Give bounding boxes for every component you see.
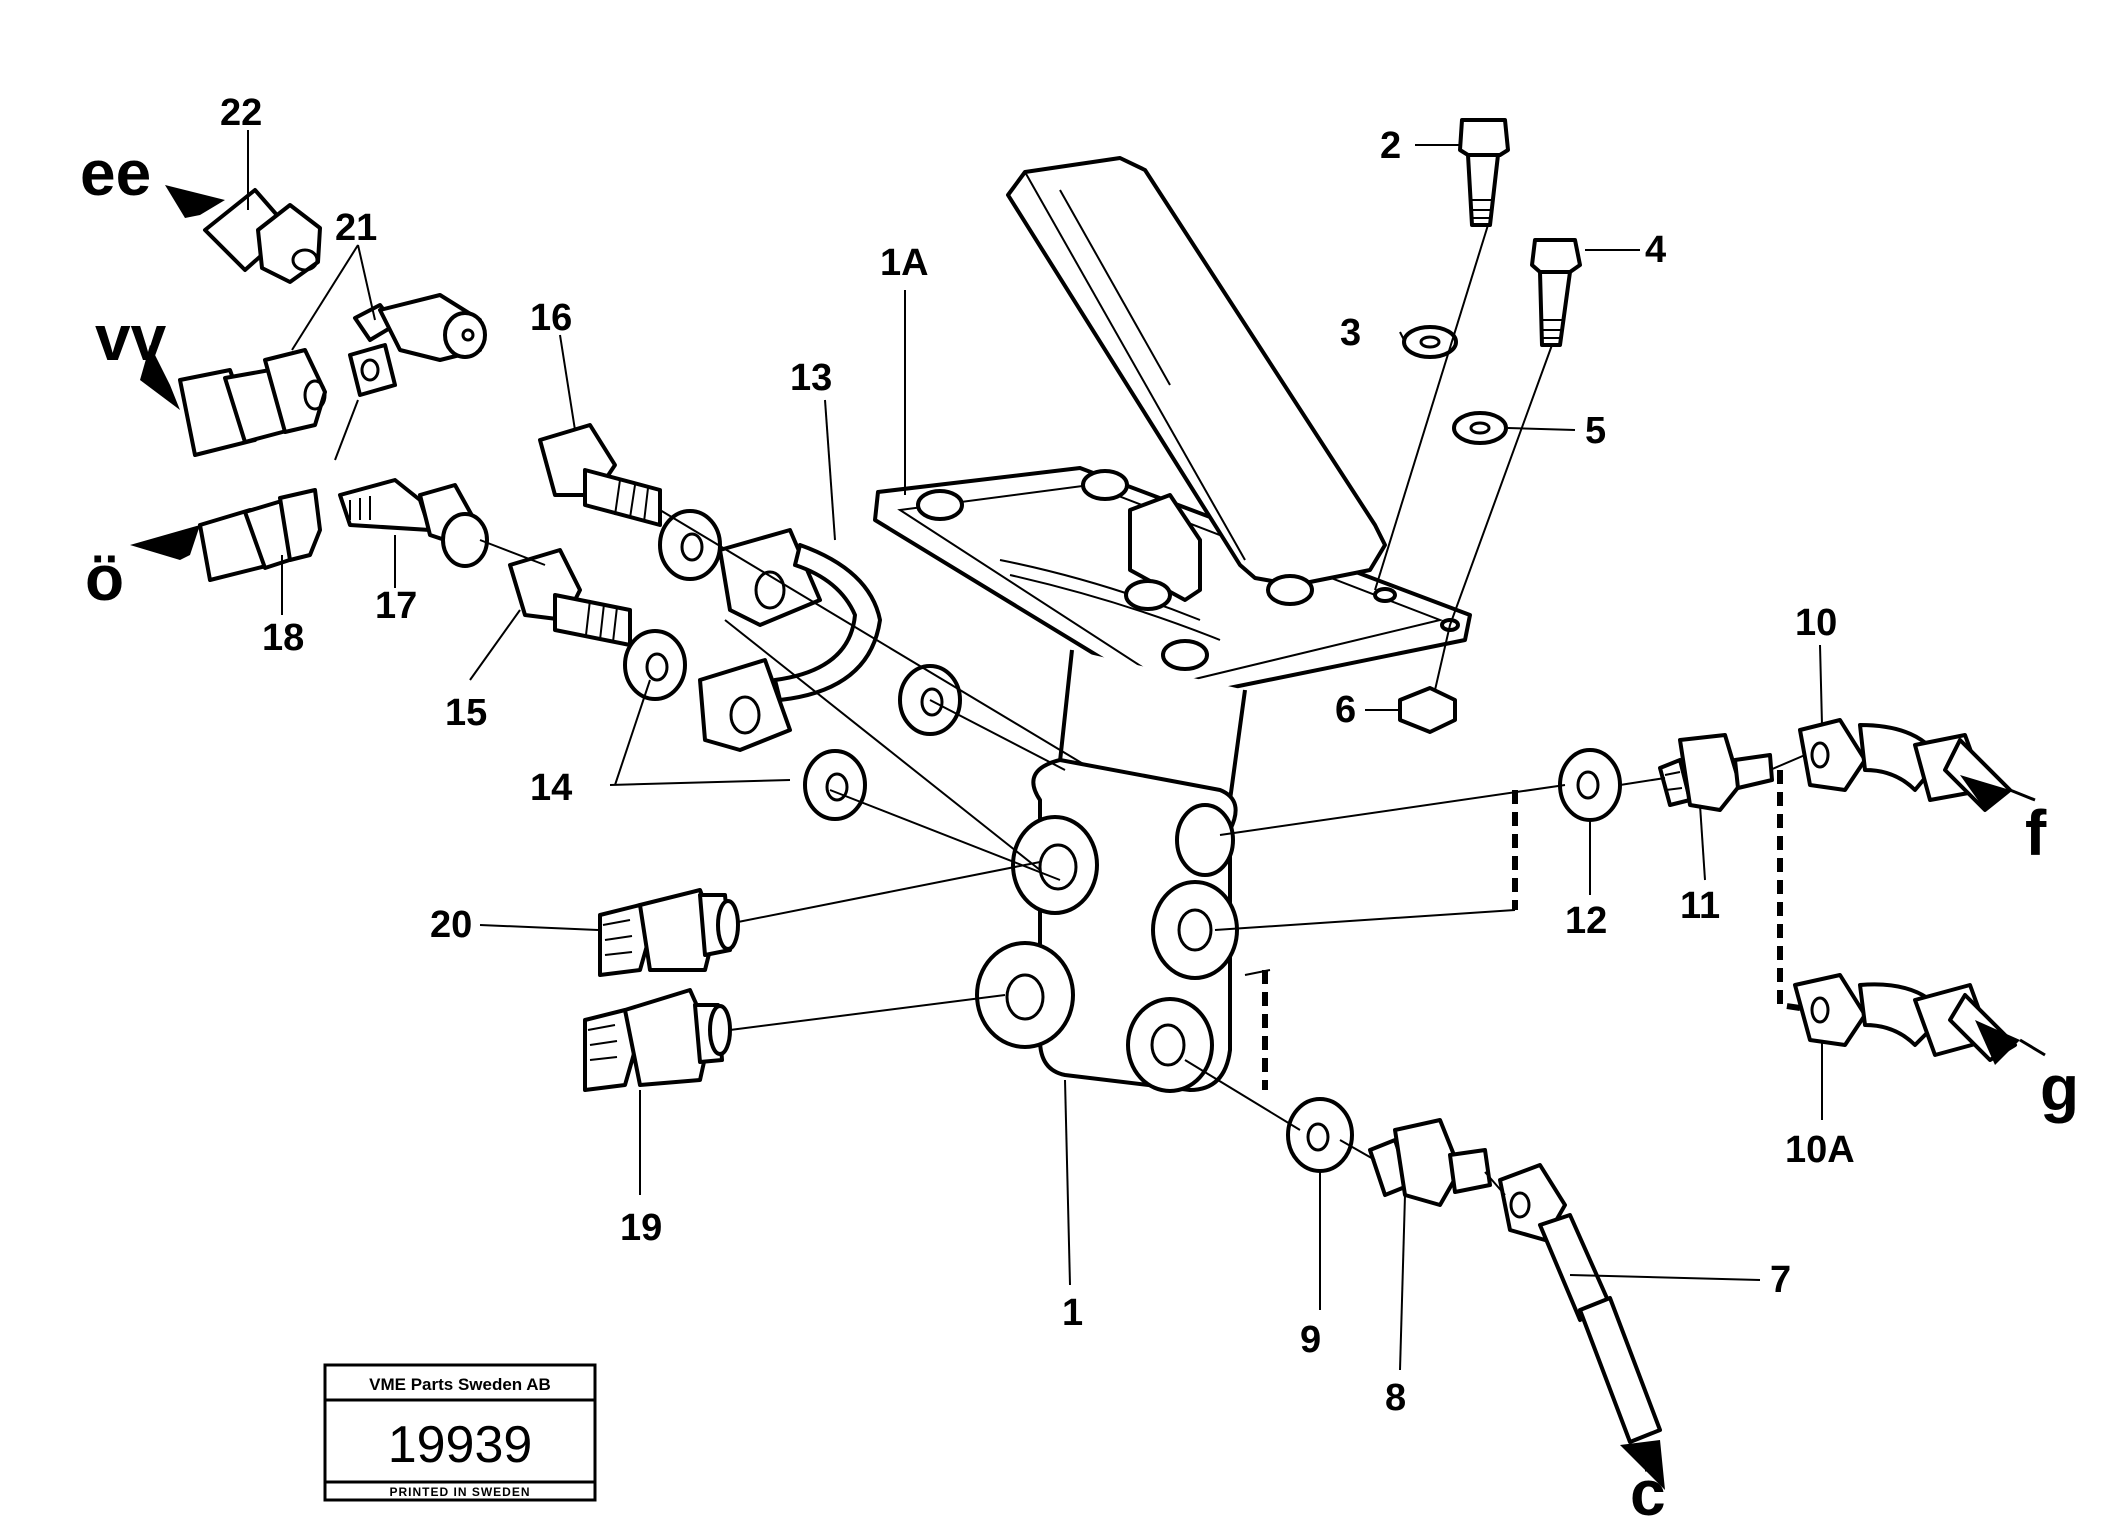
valve-port <box>975 941 1075 1049</box>
banjo-bolt-15 <box>508 548 632 647</box>
washer-14 <box>623 629 687 701</box>
label-16: 16 <box>530 297 572 339</box>
hose-10 <box>1798 718 2012 812</box>
stamp-printed: PRINTED IN SWEDEN <box>389 1485 530 1499</box>
label-18: 18 <box>262 617 304 659</box>
bolt-2 <box>1458 118 1510 227</box>
washer-14 <box>658 509 722 581</box>
elbow-17 <box>338 478 489 568</box>
label-5: 5 <box>1585 410 1606 452</box>
arrow-f <box>1960 775 2010 810</box>
label-10A: 10A <box>1785 1129 1855 1171</box>
label-4: 4 <box>1645 229 1666 271</box>
label-7: 7 <box>1770 1259 1791 1301</box>
banjo-bolt-16 <box>538 423 662 527</box>
label-9: 9 <box>1300 1319 1321 1361</box>
label-20: 20 <box>430 904 472 946</box>
leader-lines <box>247 130 1823 1371</box>
brake-pedal-assembly <box>873 156 1472 802</box>
pressure-switch-19 <box>583 988 732 1092</box>
union-11 <box>1658 733 1774 812</box>
flow-label-oe: ö <box>85 542 124 614</box>
label-1A: 1A <box>880 242 929 284</box>
label-1: 1 <box>1062 1292 1083 1334</box>
hose-vv <box>178 348 327 457</box>
label-14: 14 <box>530 767 572 809</box>
flow-label-c: c <box>1630 1457 1666 1529</box>
arrow-oe <box>130 525 200 560</box>
label-3: 3 <box>1340 312 1361 354</box>
arrow-g <box>1975 1020 2020 1065</box>
label-15: 15 <box>445 692 487 734</box>
label-12: 12 <box>1565 900 1607 942</box>
hose-10A <box>1793 973 2017 1062</box>
hose-oe <box>198 488 322 582</box>
stamp-company: VME Parts Sweden AB <box>369 1375 551 1394</box>
valve-port <box>1011 815 1099 915</box>
label-19: 19 <box>620 1207 662 1249</box>
arrow-ee <box>165 185 225 218</box>
label-10: 10 <box>1795 602 1837 644</box>
elbow-21 <box>348 293 487 397</box>
label-17: 17 <box>375 585 417 627</box>
hose-22 <box>203 188 322 284</box>
union-8 <box>1368 1118 1492 1207</box>
flow-label-g: g <box>2040 1052 2079 1124</box>
drawing-stamp: VME Parts Sweden AB 19939 PRINTED IN SWE… <box>323 1363 597 1502</box>
pressure-switch-20 <box>598 888 740 977</box>
brake-valve-body <box>975 758 1239 1093</box>
valve-port <box>1126 997 1214 1093</box>
bolt-4 <box>1530 238 1582 347</box>
hose-7 <box>1498 1163 1662 1444</box>
flow-label-ee: ee <box>80 137 151 209</box>
arrow-c <box>1620 1440 1665 1490</box>
stamp-number: 19939 <box>388 1416 533 1474</box>
label-21: 21 <box>335 207 377 249</box>
washer-5 <box>1452 411 1508 445</box>
washer-14 <box>803 749 867 821</box>
flow-label-f: f <box>2025 797 2047 869</box>
valve-port <box>1151 880 1239 980</box>
nut-6 <box>1398 686 1457 734</box>
label-11: 11 <box>1680 885 1720 927</box>
banjo-pipe-13 <box>698 528 882 752</box>
arrow-vv <box>140 345 180 410</box>
washer-12 <box>1558 748 1622 822</box>
label-22: 22 <box>220 92 262 134</box>
label-8: 8 <box>1385 1377 1406 1419</box>
label-6: 6 <box>1335 689 1356 731</box>
label-2: 2 <box>1380 125 1401 167</box>
flow-label-vv: vv <box>95 302 167 374</box>
label-13: 13 <box>790 357 832 399</box>
washer-9 <box>1286 1097 1354 1173</box>
